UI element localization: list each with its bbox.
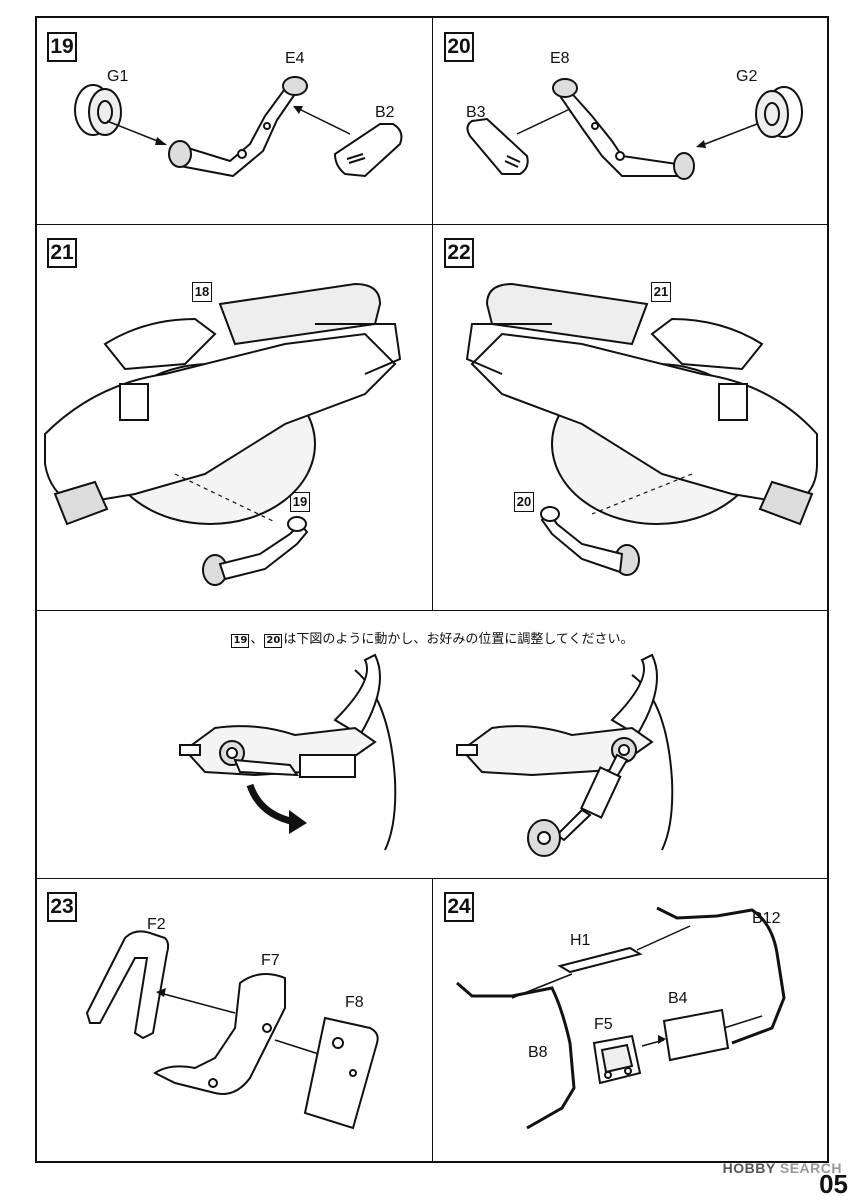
part-label-b4: B4 bbox=[668, 990, 688, 1007]
part-f5 bbox=[592, 1034, 642, 1085]
step-number: 22 bbox=[444, 238, 474, 268]
step-23-illustration bbox=[85, 930, 379, 1130]
arrow-b2 bbox=[296, 107, 351, 135]
wheel-part-g1 bbox=[74, 84, 122, 136]
step-20-illustration bbox=[466, 78, 803, 180]
part-label-h1: H1 bbox=[570, 932, 591, 949]
watermark: HOBBY SEARCH bbox=[723, 1160, 842, 1176]
adjustment-illustration-left bbox=[179, 653, 397, 851]
arrow-b3 bbox=[516, 107, 573, 135]
part-label-e4: E4 bbox=[285, 50, 305, 67]
part-label-f7: F7 bbox=[261, 952, 280, 969]
dash-guide bbox=[174, 473, 276, 523]
divider-row1 bbox=[35, 224, 829, 225]
step-21-panel: 21 18 19 bbox=[35, 224, 432, 610]
ref-19-mini: 19 bbox=[231, 634, 250, 648]
arrow-g1 bbox=[106, 120, 166, 145]
divider-vertical-bottom bbox=[432, 878, 433, 1163]
part-label-g1: G1 bbox=[107, 68, 129, 85]
part-label-g2: G2 bbox=[736, 68, 758, 85]
wheel-part-g2 bbox=[755, 86, 803, 138]
divider-row2 bbox=[35, 610, 829, 611]
ref-step-19: 19 bbox=[290, 492, 310, 512]
step-24-panel: 24 H1 B12 B4 F5 B8 bbox=[432, 878, 829, 1163]
arrow-h1 bbox=[636, 925, 691, 951]
step-24-illustration bbox=[456, 906, 786, 1130]
arrow-b8 bbox=[511, 973, 573, 999]
ref-20-mini: 20 bbox=[264, 634, 283, 648]
step-number: 21 bbox=[47, 238, 77, 268]
part-label-f2: F2 bbox=[147, 916, 166, 933]
part-b2 bbox=[333, 123, 403, 178]
arm-part-e4 bbox=[168, 76, 308, 178]
bike-body bbox=[465, 282, 818, 526]
step-23-panel: 23 F2 F7 F8 bbox=[35, 878, 432, 1163]
step-22-illustration bbox=[465, 282, 818, 576]
ref-step-21: 21 bbox=[651, 282, 671, 302]
page-number: 05 bbox=[819, 1169, 848, 1199]
arrow-b4 bbox=[723, 1015, 763, 1029]
part-label-b3: B3 bbox=[466, 104, 486, 121]
part-f7 bbox=[153, 973, 286, 1095]
note-text: は下図のように動かし、お好みの位置に調整してください。 bbox=[283, 632, 634, 647]
part-label-b8: B8 bbox=[528, 1044, 548, 1061]
arm-assembly-19 bbox=[202, 516, 309, 586]
arm-assembly-20 bbox=[540, 506, 640, 576]
step-19-illustration bbox=[74, 76, 403, 178]
step-19-panel: 19 G1 E4 B2 bbox=[35, 16, 432, 224]
step-21-illustration bbox=[44, 282, 402, 586]
dash-guide bbox=[591, 473, 693, 515]
part-b4 bbox=[662, 1008, 730, 1062]
part-label-b2: B2 bbox=[375, 104, 395, 121]
step-number: 23 bbox=[47, 892, 77, 922]
ref-step-18: 18 bbox=[192, 282, 212, 302]
watermark-suffix: SEARCH bbox=[779, 1160, 842, 1176]
watermark-brand: HOBBY bbox=[722, 1160, 776, 1176]
part-b8 bbox=[456, 981, 576, 1130]
part-label-e8: E8 bbox=[550, 50, 570, 67]
part-label-f8: F8 bbox=[345, 994, 364, 1011]
part-f8 bbox=[303, 1016, 379, 1130]
arm-part-e8 bbox=[552, 78, 695, 180]
divider-vertical-top bbox=[432, 16, 433, 610]
step-number: 19 bbox=[47, 32, 77, 62]
step-22-panel: 22 21 20 bbox=[432, 224, 829, 610]
bike-body bbox=[44, 282, 402, 526]
part-b3 bbox=[466, 117, 529, 175]
adjustment-illustration-right bbox=[456, 653, 674, 857]
part-label-f5: F5 bbox=[594, 1016, 613, 1033]
part-h1 bbox=[557, 946, 643, 974]
part-b12 bbox=[656, 906, 786, 1045]
step-number: 20 bbox=[444, 32, 474, 62]
step-20-panel: 20 B3 E8 G2 bbox=[432, 16, 829, 224]
step-number: 24 bbox=[444, 892, 474, 922]
arrow-g2 bbox=[699, 123, 758, 147]
ref-step-20: 20 bbox=[514, 492, 534, 512]
rotation-arrow bbox=[246, 783, 296, 826]
part-f2 bbox=[85, 930, 170, 1040]
arrow-f7 bbox=[159, 992, 236, 1014]
